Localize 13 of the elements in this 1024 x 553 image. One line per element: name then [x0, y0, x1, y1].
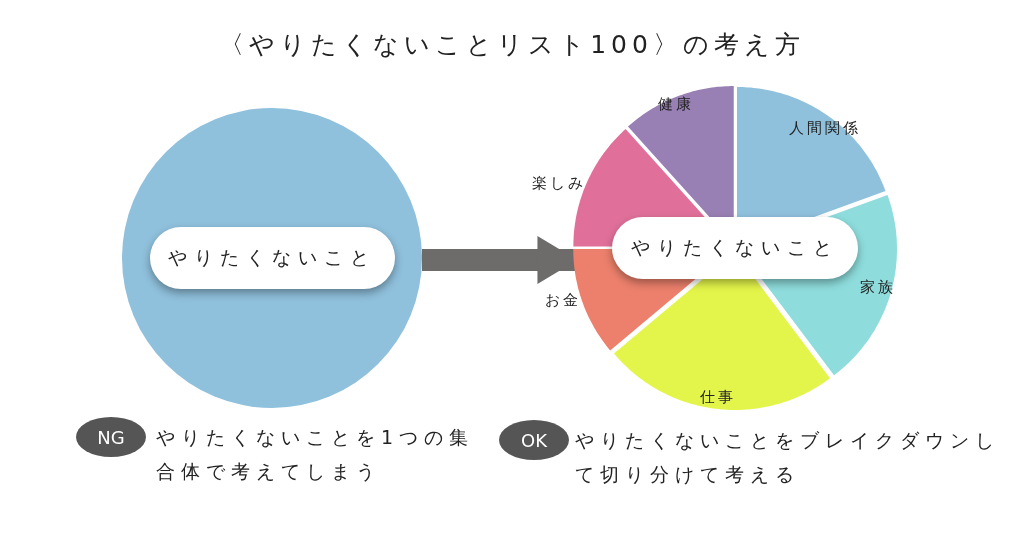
description-text: やりたくないことをブレイクダウンして切り分けて考える [575, 428, 1001, 487]
badge: NG [76, 417, 146, 457]
title: 〈やりたくないことリスト100〉の考え方 [218, 29, 806, 61]
label-pill: やりたくないこと [149, 227, 395, 289]
badge: OK [499, 420, 569, 460]
slice-label: お金 [545, 290, 581, 310]
slice-label: 楽しみ [532, 173, 586, 193]
label-pill: やりたくないこと [612, 217, 858, 279]
slice-label: 家族 [860, 277, 896, 297]
slice-label: 健康 [658, 94, 694, 114]
description-text: やりたくないことを1つの集合体で考えてしまう [156, 425, 476, 484]
slice-label: 人間関係 [789, 118, 861, 138]
slice-label: 仕事 [700, 387, 736, 407]
